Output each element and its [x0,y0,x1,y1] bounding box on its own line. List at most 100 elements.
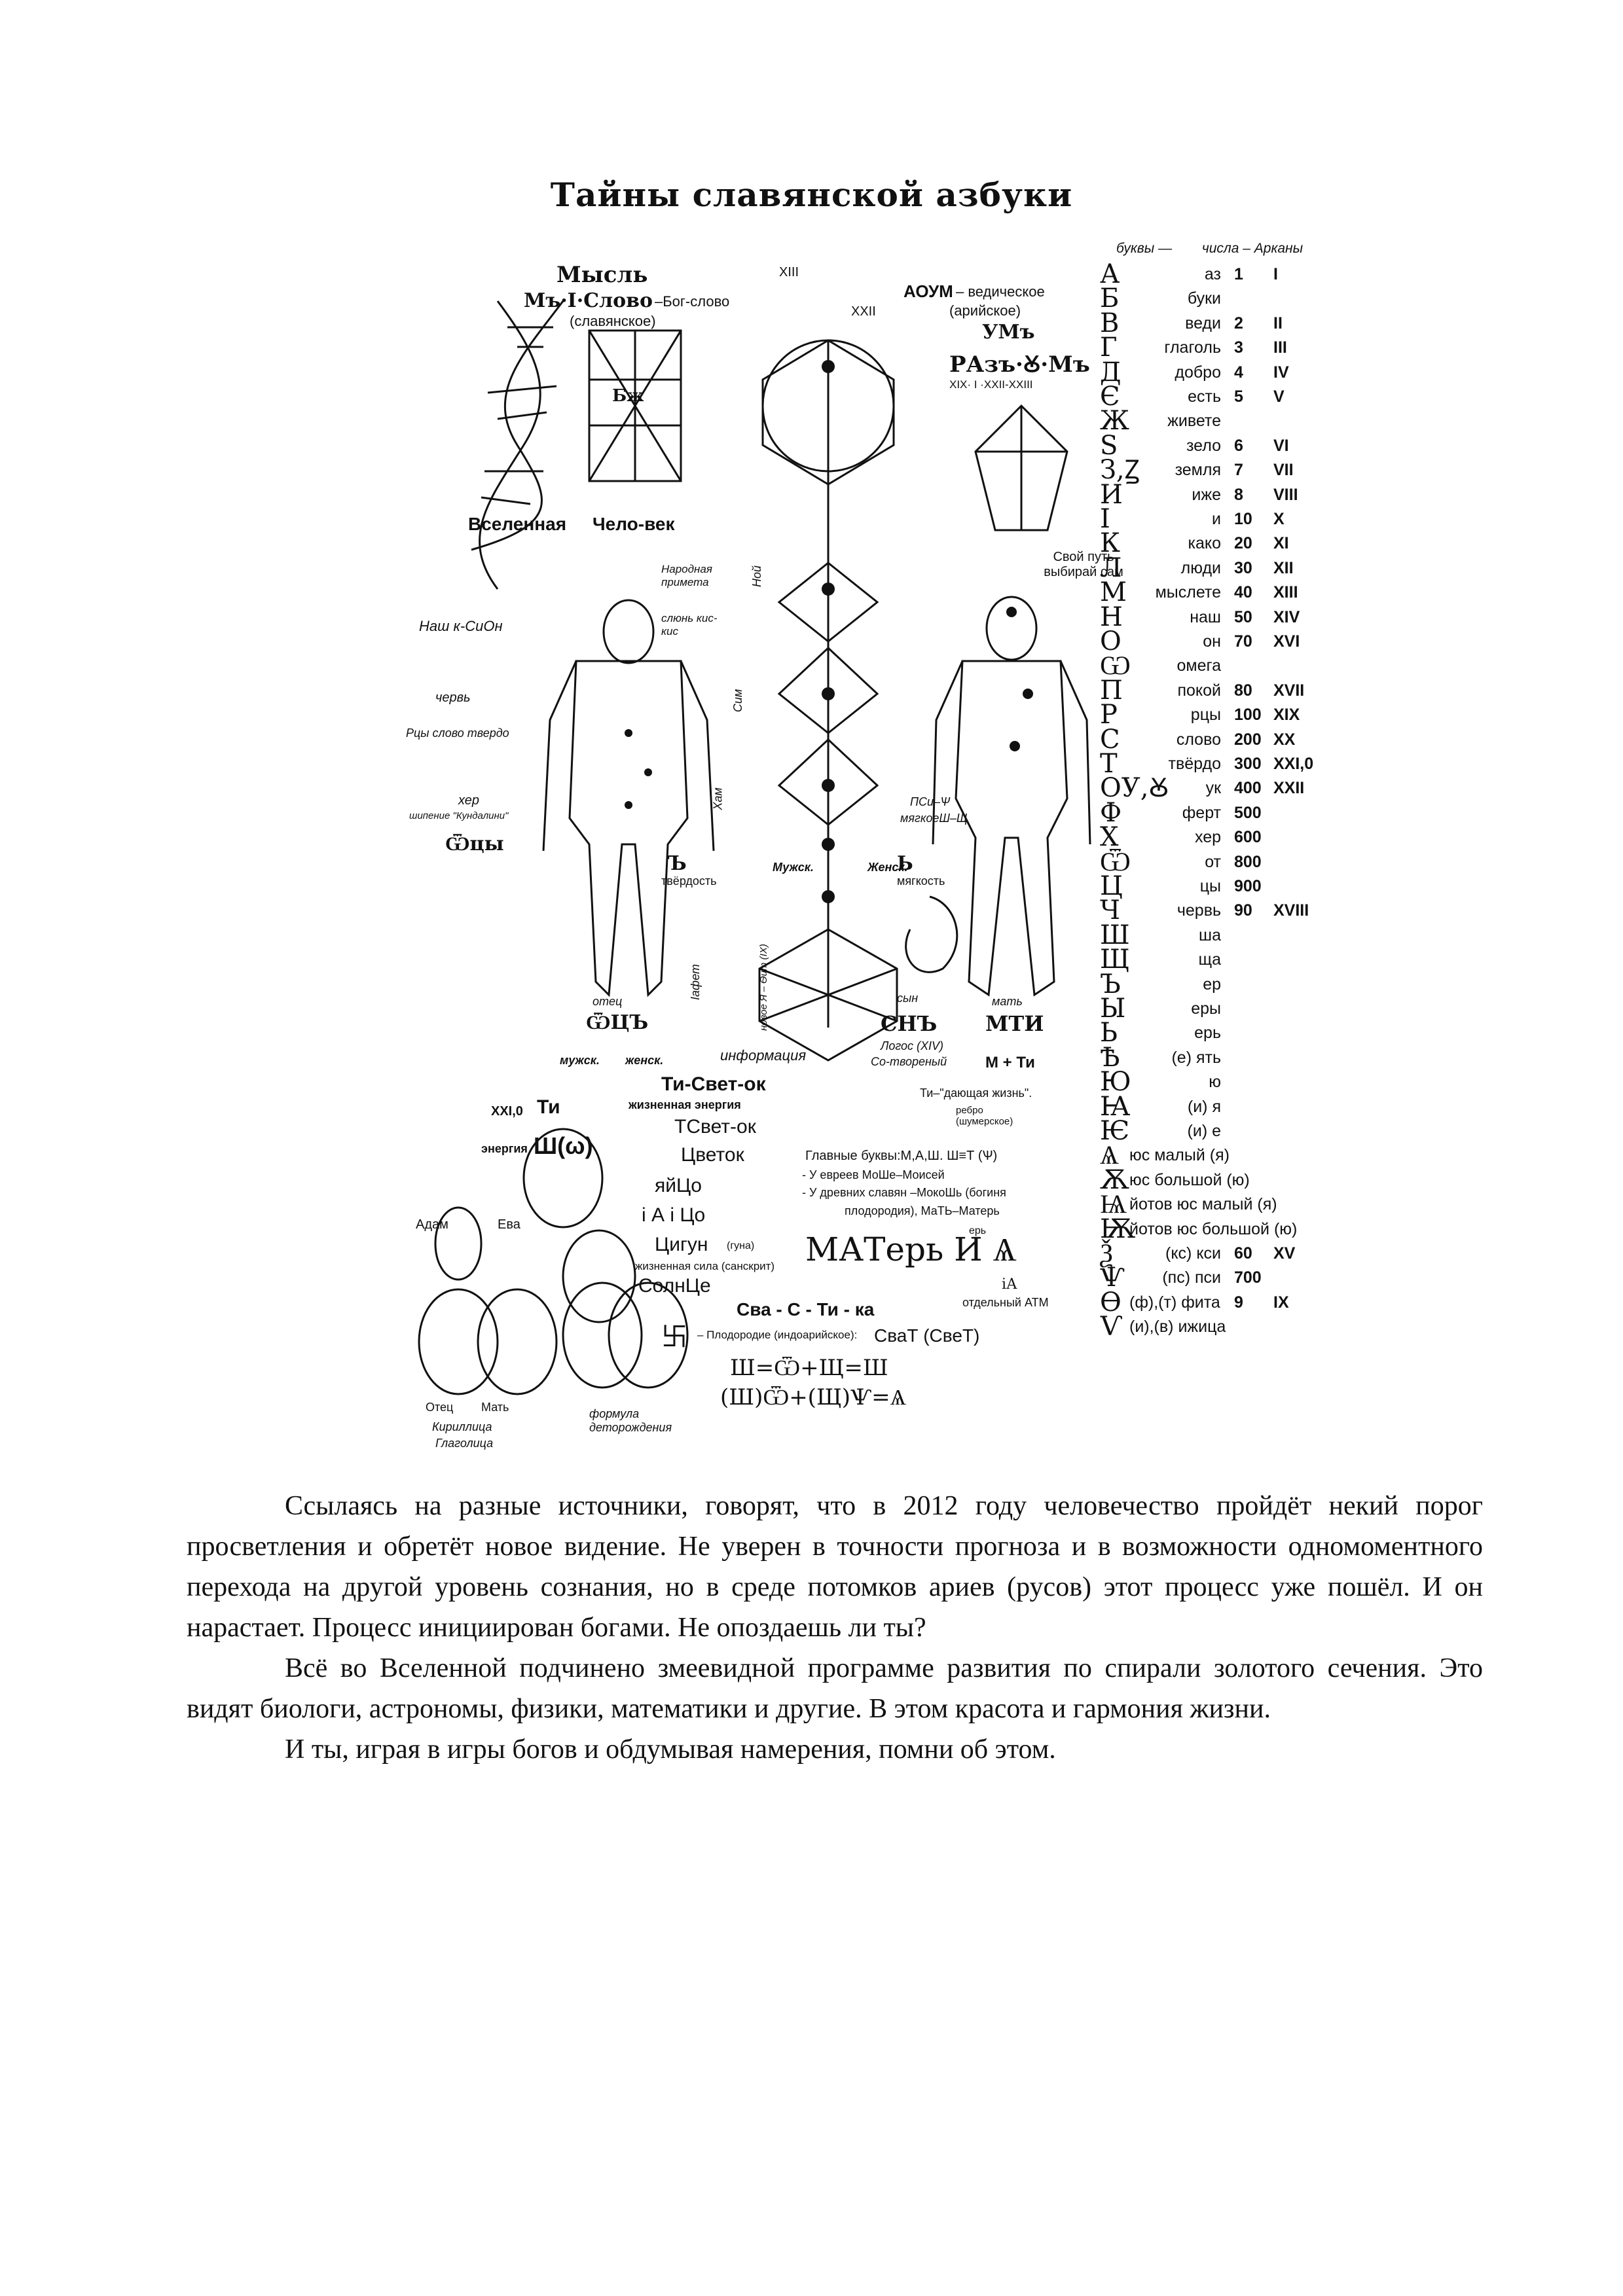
alphabet-arcana: XXI,0 [1273,755,1313,774]
alphabet-arcana: II [1273,314,1283,333]
label-formula1: Ш=Ѿ+Щ=Ш [730,1355,888,1381]
alphabet-letter-name: покой [1100,681,1221,700]
alphabet-arcana: X [1273,510,1285,529]
woman-body [956,661,1067,995]
alphabet-letter-name: цы [1100,877,1221,896]
alphabet-row: З,Ꙁземля7VII [1100,461,1349,485]
label-sluna: слюнь кис-кис [661,612,720,638]
alphabet-letter-name: како [1100,534,1221,553]
label-sh-omega: Ш(ω) [534,1132,593,1160]
alphabet-row: Іи10X [1100,510,1349,534]
alphabet-row: Ццы900 [1100,877,1349,901]
alphabet-letter-name: (пс) пси [1100,1268,1221,1287]
alphabet-row: Ккако20XI [1100,534,1349,558]
alphabet-number: 300 [1234,755,1262,774]
label-muzhsk: мужск. [560,1054,600,1067]
alphabet-row: Ииже8VIII [1100,486,1349,510]
label-zhiz-sila: жизненная сила (санскрит) [635,1260,775,1273]
alphabet-arcana: IV [1273,363,1289,382]
label-plodorodiya: плодородия), МаТЬ–Матерь [845,1204,1000,1218]
label-psi: ПСи–Ѱ [910,795,950,809]
alphabet-row: Ммыслете40XIII [1100,583,1349,607]
alphabet-arcana: XII [1273,559,1294,578]
alphabet-arcana: III [1273,338,1287,357]
alphabet-letter-name: люди [1100,559,1221,578]
label-kirillica: Кириллица [432,1420,492,1434]
label-slavyanskoe: (славянское) [570,313,656,330]
alphabet-row: Фферт500 [1100,804,1349,828]
label-vedicheskoe: – ведическое [956,283,1045,300]
alphabet-letter-name: и [1100,510,1221,529]
label-energiya: энергия [481,1142,528,1156]
alphabet-arcana: VI [1273,437,1289,456]
label-rebro: ребро (шумерское) [956,1105,1021,1127]
label-ti-dayushaya: Ти–"дающая жизнь". [920,1086,1032,1100]
alphabet-number: 10 [1234,510,1252,529]
label-m-ti: М + Ти [985,1054,1035,1072]
label-um: УМъ [982,321,1035,344]
label-zhensk-box: Женск. [867,861,907,874]
label-ti-svet: Ти-Свет-ок [661,1073,766,1096]
label-bzh: Бж [612,386,644,406]
alphabet-row: Жживете [1100,412,1349,436]
alphabet-letter-name: йотов юс большой (ю) [1129,1220,1297,1239]
label-formula2: (Ш)Ѿ+(Щ)Ѱ=Ѧ [720,1384,906,1410]
label-myagkost: мягкость [897,874,945,888]
alphabet-row: Ѭйотов юс большой (ю) [1100,1220,1349,1244]
label-logos: Логос (XIV) [881,1039,943,1053]
alphabet-number: 30 [1234,559,1252,578]
alphabet-number: 700 [1234,1268,1262,1287]
man-head [604,600,653,663]
label-her: хер [458,793,479,808]
alphabet-letter-name: мыслете [1100,583,1221,602]
label-ham: Хам [712,787,725,810]
label-aoum: АОУМ [903,281,953,302]
alphabet-arcana: XIII [1273,583,1298,602]
label-xiii: XIII [779,265,799,280]
alphabet-arcana: VIII [1273,486,1298,505]
label-glavnye: Главные буквы:М,А,Ш. Ш≡Т (Ѱ) [805,1149,997,1164]
alphabet-letter-name: он [1100,632,1221,651]
label-zhiznennaya: жизненная энергия [629,1098,741,1112]
alphabet-arcana: XV [1273,1244,1295,1263]
alphabet-row: Ѱ(пс) пси700 [1100,1268,1349,1293]
woman-head [987,597,1036,660]
alphabet-letter-name: твёрдо [1100,755,1221,774]
label-zhensk: женск. [625,1054,663,1067]
alphabet-row: Ррцы100XIX [1100,706,1349,730]
alphabet-arcana: IX [1273,1293,1289,1312]
man-body [570,661,687,995]
label-razum: РАзъ·Ꙋ·Мъ [949,348,1090,378]
label-mysl: Мысль [556,262,647,288]
alphabet-letter-name: ер [1100,975,1221,994]
alphabet-number: 900 [1234,877,1262,896]
alphabet-letter-name: ща [1100,950,1221,969]
label-yaytso: яйЦо [655,1175,702,1197]
alphabet-letter-name: омега [1100,656,1221,675]
label-sotvoreny: Со-твореный [871,1055,947,1069]
alphabet-letter-name: зело [1100,437,1221,456]
label-novoe-ya: новое Я – Ѳит (IX) [758,944,769,1031]
label-otec: отец [593,995,622,1009]
alphabet-number: 8 [1234,486,1243,505]
alphabet-letter-name: живете [1100,412,1221,431]
alphabet-row: Ꙗ(и) я [1100,1098,1349,1122]
alphabet-letter-name: ук [1100,779,1221,798]
alphabet-letter-name: рцы [1100,706,1221,725]
alphabet-letter-name: йотов юс малый (я) [1129,1195,1277,1214]
label-cigun: Цигун [655,1234,708,1256]
label-eva: Ева [498,1217,520,1232]
alphabet-number: 6 [1234,437,1243,456]
alphabet-header-letters: буквы — [1116,241,1172,256]
label-otcy: Ѿцы [445,833,504,855]
alphabet-arcana: XIX [1273,706,1300,725]
label-rcy: Рцы слово твердо [406,726,509,740]
label-xxi0: XXI,0 [491,1104,523,1119]
label-cvetok: Цветок [681,1144,744,1166]
alphabet-number: 200 [1234,730,1262,749]
label-vselennaya: Вселенная [468,514,566,535]
alphabet-number: 400 [1234,779,1262,798]
